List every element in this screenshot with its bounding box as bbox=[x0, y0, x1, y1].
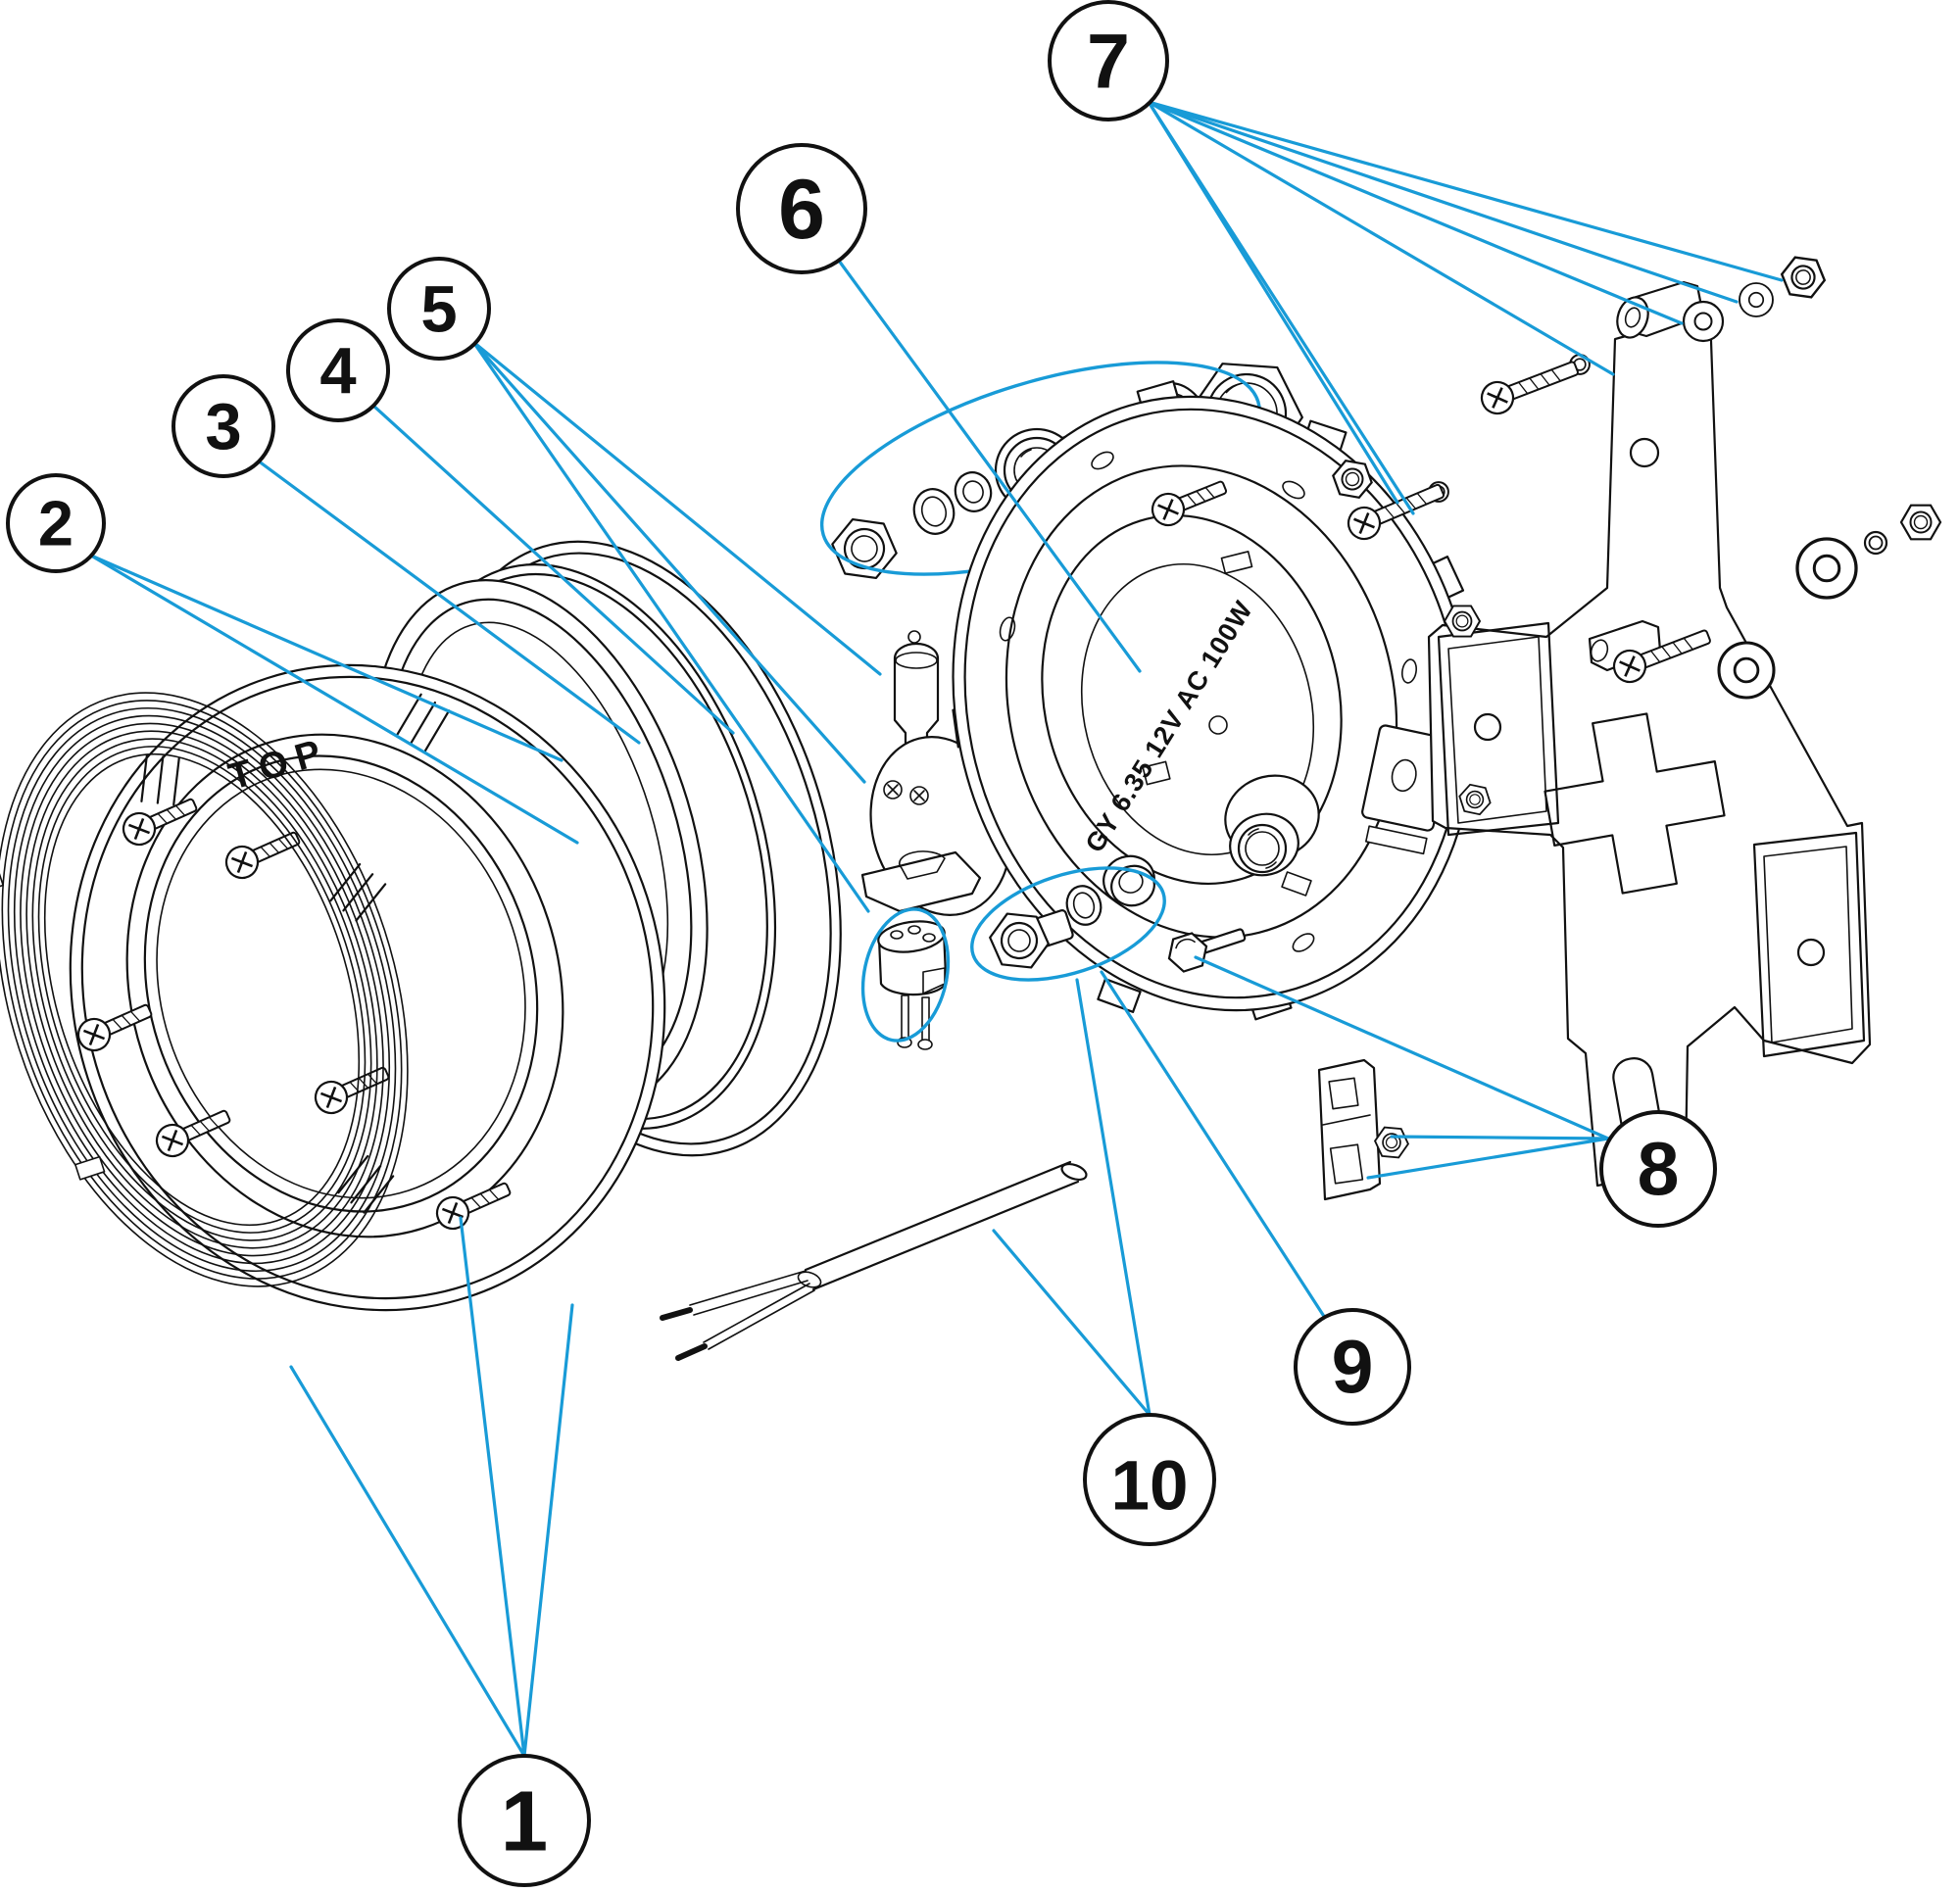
gasket-notch bbox=[74, 1155, 106, 1181]
leader-line-7 bbox=[1147, 100, 1784, 282]
gland-oring bbox=[912, 488, 956, 535]
holder-group-ellipse bbox=[860, 907, 951, 1043]
gland-plug bbox=[831, 517, 898, 580]
small-ring bbox=[1863, 530, 1888, 556]
hex-nut bbox=[1899, 504, 1942, 541]
hex-nut bbox=[1444, 605, 1481, 638]
balloon-10 bbox=[1083, 1413, 1216, 1546]
balloon-number-8: 8 bbox=[1638, 1128, 1680, 1212]
leader-line-10 bbox=[992, 1229, 1152, 1417]
large-washer bbox=[1795, 537, 1858, 600]
latch-clip bbox=[1317, 1058, 1382, 1201]
gasket-notch bbox=[0, 869, 4, 895]
long-screw bbox=[1476, 360, 1580, 419]
power-cable bbox=[660, 1160, 1088, 1361]
washer bbox=[1682, 300, 1725, 343]
balloon-number-7: 7 bbox=[1087, 18, 1130, 105]
vent-marks bbox=[140, 753, 180, 806]
washer bbox=[1739, 282, 1774, 317]
balloon-2 bbox=[6, 473, 106, 573]
balloon-1 bbox=[458, 1754, 591, 1887]
balloon-4 bbox=[286, 318, 390, 422]
leader-line-10 bbox=[1075, 978, 1152, 1417]
housing-bolt bbox=[1167, 928, 1247, 973]
leader-line-5 bbox=[471, 340, 866, 784]
balloon-9 bbox=[1294, 1308, 1411, 1426]
balloon-8 bbox=[1599, 1110, 1717, 1228]
gland-plug-2 bbox=[989, 909, 1074, 969]
bracket-left-pad bbox=[1437, 621, 1560, 837]
balloon-number-3: 3 bbox=[205, 390, 241, 463]
leader-line-7 bbox=[1147, 100, 1739, 304]
balloon-number-5: 5 bbox=[420, 272, 457, 346]
leader-line-3 bbox=[256, 459, 641, 745]
leader-line-7 bbox=[1147, 100, 1615, 376]
leader-line-1 bbox=[522, 1303, 574, 1758]
gasket-coil bbox=[0, 692, 409, 1287]
leader-line-9 bbox=[1100, 970, 1327, 1320]
leader-line-1 bbox=[459, 1216, 526, 1758]
leader-line-7 bbox=[1147, 100, 1415, 515]
vent-marks bbox=[396, 693, 451, 752]
holder-pin bbox=[901, 995, 909, 1040]
disc-screw bbox=[909, 786, 929, 805]
bracket-hole bbox=[1629, 437, 1660, 468]
leader-line-2 bbox=[89, 554, 579, 845]
leader-line-2 bbox=[89, 554, 564, 762]
balloon-number-9: 9 bbox=[1332, 1326, 1374, 1410]
leader-line-6 bbox=[837, 259, 1142, 673]
bracket-right-pad bbox=[1752, 831, 1866, 1058]
balloon-number-10: 10 bbox=[1111, 1447, 1189, 1525]
balloon-number-4: 4 bbox=[319, 334, 356, 408]
gland-oring-2 bbox=[1065, 885, 1102, 926]
balloon-3 bbox=[172, 374, 275, 478]
holder-pin bbox=[921, 996, 930, 1042]
leader-line-8 bbox=[1390, 1135, 1610, 1140]
disc-screw bbox=[883, 780, 903, 800]
balloon-number-6: 6 bbox=[778, 163, 825, 257]
mounting-bracket bbox=[1427, 280, 1872, 1188]
lower-gland-group bbox=[970, 854, 1166, 982]
leader-line-5 bbox=[471, 340, 870, 913]
leader-line-7 bbox=[1147, 100, 1684, 325]
balloon-6 bbox=[736, 143, 867, 274]
leader-line-5 bbox=[471, 340, 882, 676]
leader-line-8 bbox=[1366, 1137, 1610, 1180]
hex-nut bbox=[1778, 254, 1829, 301]
large-washer bbox=[1717, 641, 1776, 700]
leader-line-4 bbox=[370, 403, 735, 735]
lamp-bracket-plate bbox=[860, 850, 982, 913]
balloon-number-1: 1 bbox=[501, 1773, 548, 1868]
leader-line-8 bbox=[1194, 955, 1610, 1140]
lamp-socket-boss bbox=[1224, 774, 1320, 877]
lower-gland-ellipse bbox=[970, 866, 1166, 982]
balloon-5 bbox=[387, 257, 491, 361]
ceramic-holder bbox=[877, 920, 949, 1050]
leader-line-1 bbox=[289, 1365, 526, 1758]
balloon-number-2: 2 bbox=[38, 488, 74, 559]
gland-washer bbox=[954, 471, 993, 512]
balloon-7 bbox=[1048, 0, 1169, 121]
